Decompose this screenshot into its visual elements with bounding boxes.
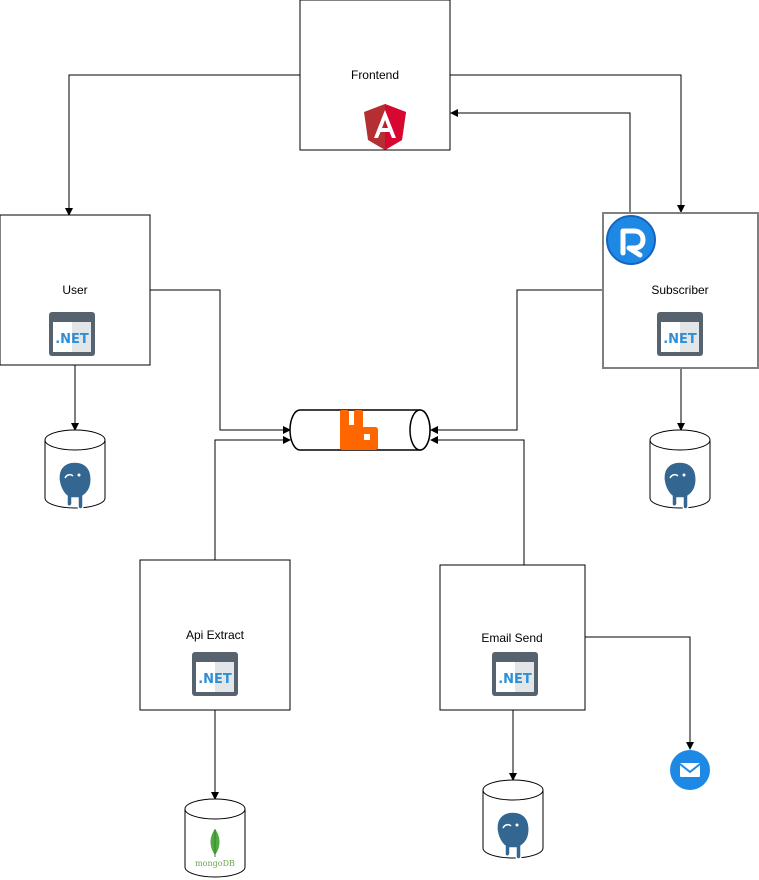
node-frontend[interactable]: Frontend <box>299 0 451 151</box>
svg-text:.NET: .NET <box>55 332 89 347</box>
svg-text:.NET: .NET <box>498 672 532 687</box>
refresh-badge-icon <box>606 215 656 265</box>
node-email-send[interactable]: Email Send .NET <box>439 564 586 711</box>
edge-frontend-to-subscriber <box>450 74 685 213</box>
postgres-db-subscriber <box>649 429 711 510</box>
edge-user-to-queue <box>150 289 291 434</box>
node-subscriber[interactable]: Subscriber .NET <box>602 212 759 369</box>
svg-text:.NET: .NET <box>198 672 232 687</box>
edge-email-send-to-email <box>585 636 694 750</box>
user-label: User <box>62 283 87 297</box>
node-api-extract[interactable]: Api Extract .NET <box>139 559 291 711</box>
edge-subscriber-to-frontend <box>450 109 631 212</box>
dotnet-icon: .NET <box>192 652 238 696</box>
subscriber-label: Subscriber <box>651 283 708 297</box>
edge-email-send-to-queue <box>430 436 525 565</box>
dotnet-icon: .NET <box>492 652 538 696</box>
frontend-label: Frontend <box>351 68 399 82</box>
mongodb-db: mongoDB <box>184 798 246 878</box>
dotnet-icon: .NET <box>657 312 703 356</box>
node-user[interactable]: User .NET <box>0 214 151 366</box>
postgres-db-user <box>44 429 106 510</box>
dotnet-icon: .NET <box>49 312 95 356</box>
email-send-label: Email Send <box>481 631 542 645</box>
angular-icon <box>364 104 406 150</box>
mongodb-icon: mongoDB <box>195 829 235 868</box>
edge-subscriber-to-queue <box>430 289 603 434</box>
svg-text:mongoDB: mongoDB <box>195 859 235 868</box>
api-extract-label: Api Extract <box>186 628 245 642</box>
edge-frontend-to-user <box>65 74 300 216</box>
email-icon[interactable] <box>670 750 710 790</box>
svg-text:.NET: .NET <box>663 332 697 347</box>
edge-api-extract-to-queue <box>214 436 291 560</box>
postgres-db-email-send <box>482 779 544 860</box>
connectors <box>65 74 694 800</box>
rabbitmq-icon <box>340 410 378 450</box>
rabbitmq-queue[interactable] <box>289 409 431 451</box>
